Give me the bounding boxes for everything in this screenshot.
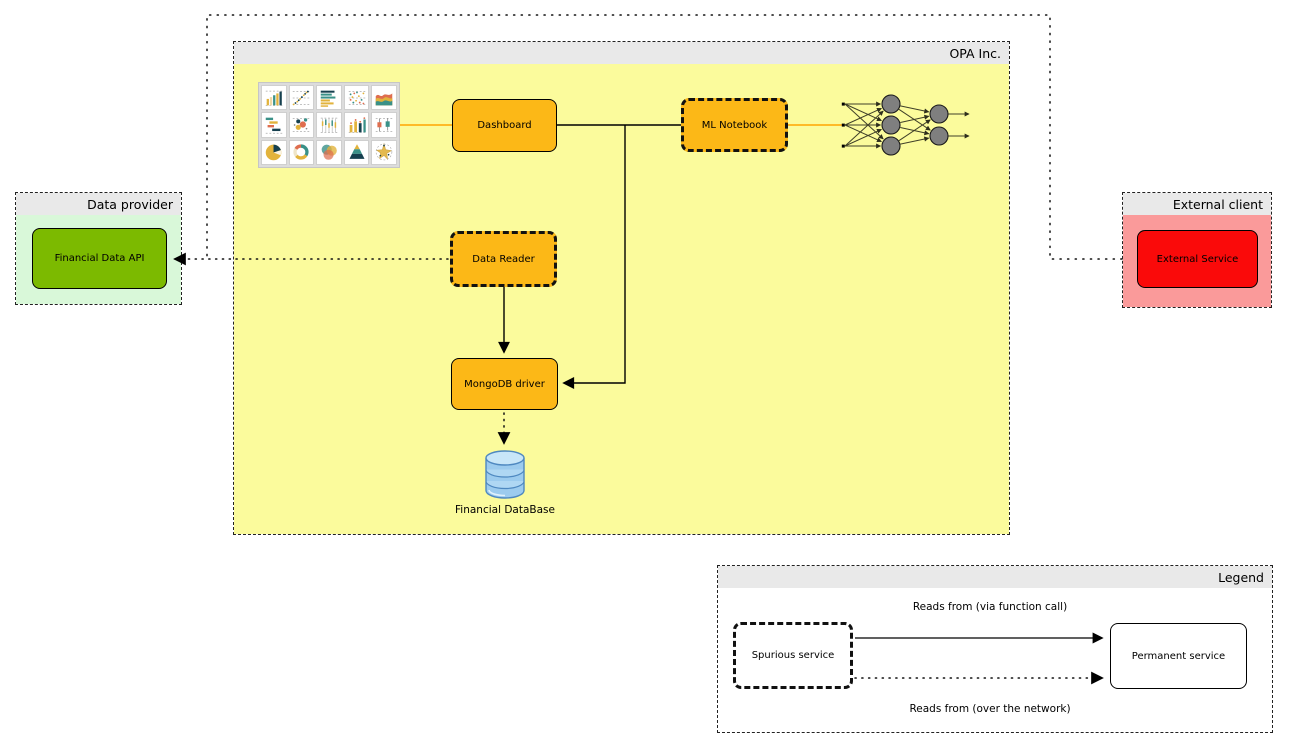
hbar-chart-icon xyxy=(316,85,342,111)
pyramid-chart-icon xyxy=(343,139,370,165)
donut-chart-icon xyxy=(288,139,315,165)
radar-chart-icon xyxy=(371,139,397,165)
legend-network-label: Reads from (over the network) xyxy=(909,703,1071,715)
legend-function-call-label: Reads from (via function call) xyxy=(912,601,1068,613)
dashboard-preview-grid xyxy=(258,82,400,168)
legend-header: Legend xyxy=(718,566,1272,588)
data-reader-node: Data Reader xyxy=(450,231,557,287)
external-service-label: External Service xyxy=(1156,253,1239,265)
database-cylinder-icon xyxy=(485,450,525,499)
scatter-chart-icon xyxy=(343,85,370,111)
ml-notebook-label: ML Notebook xyxy=(701,119,768,131)
edge-branch-mongodb xyxy=(562,125,626,389)
financial-data-api-label: Financial Data API xyxy=(54,253,145,264)
bubble-chart-icon xyxy=(288,112,315,138)
data-provider-header: Data provider xyxy=(16,193,181,215)
candlestick-chart-icon xyxy=(316,112,342,138)
opa-title: OPA Inc. xyxy=(949,45,1001,61)
scatter-trend-chart-icon xyxy=(288,85,315,111)
opa-frame-header: OPA Inc. xyxy=(234,42,1009,64)
bar-chart-icon xyxy=(261,85,287,111)
gantt-chart-icon xyxy=(261,112,287,138)
pie-chart-icon xyxy=(261,139,287,165)
area-chart-icon xyxy=(371,85,397,111)
external-client-title: External client xyxy=(1172,196,1263,212)
ml-notebook-node: ML Notebook xyxy=(681,98,788,152)
external-service-node: External Service xyxy=(1137,230,1258,288)
legend-title: Legend xyxy=(1218,569,1264,585)
mongodb-driver-node: MongoDB driver xyxy=(451,358,558,410)
neural-network-icon xyxy=(841,94,970,156)
permanent-service-node: Permanent service xyxy=(1110,623,1247,689)
financial-data-api-node: Financial Data API xyxy=(32,228,167,289)
box-plot-icon xyxy=(371,112,397,138)
data-reader-label: Data Reader xyxy=(472,253,535,265)
mongodb-driver-label: MongoDB driver xyxy=(464,378,545,390)
bar-line-chart-icon xyxy=(343,112,370,138)
spurious-service-node: Spurious service xyxy=(733,622,853,689)
edge-externalservice-api xyxy=(206,14,1123,260)
permanent-service-label: Permanent service xyxy=(1131,650,1226,662)
external-client-header: External client xyxy=(1123,193,1271,215)
dashboard-node: Dashboard xyxy=(452,99,557,152)
dashboard-label: Dashboard xyxy=(477,120,532,131)
venn-diagram-icon xyxy=(316,139,342,165)
spurious-service-label: Spurious service xyxy=(751,650,835,661)
financial-database-label: Financial DataBase xyxy=(455,504,555,516)
data-provider-title: Data provider xyxy=(87,196,173,212)
